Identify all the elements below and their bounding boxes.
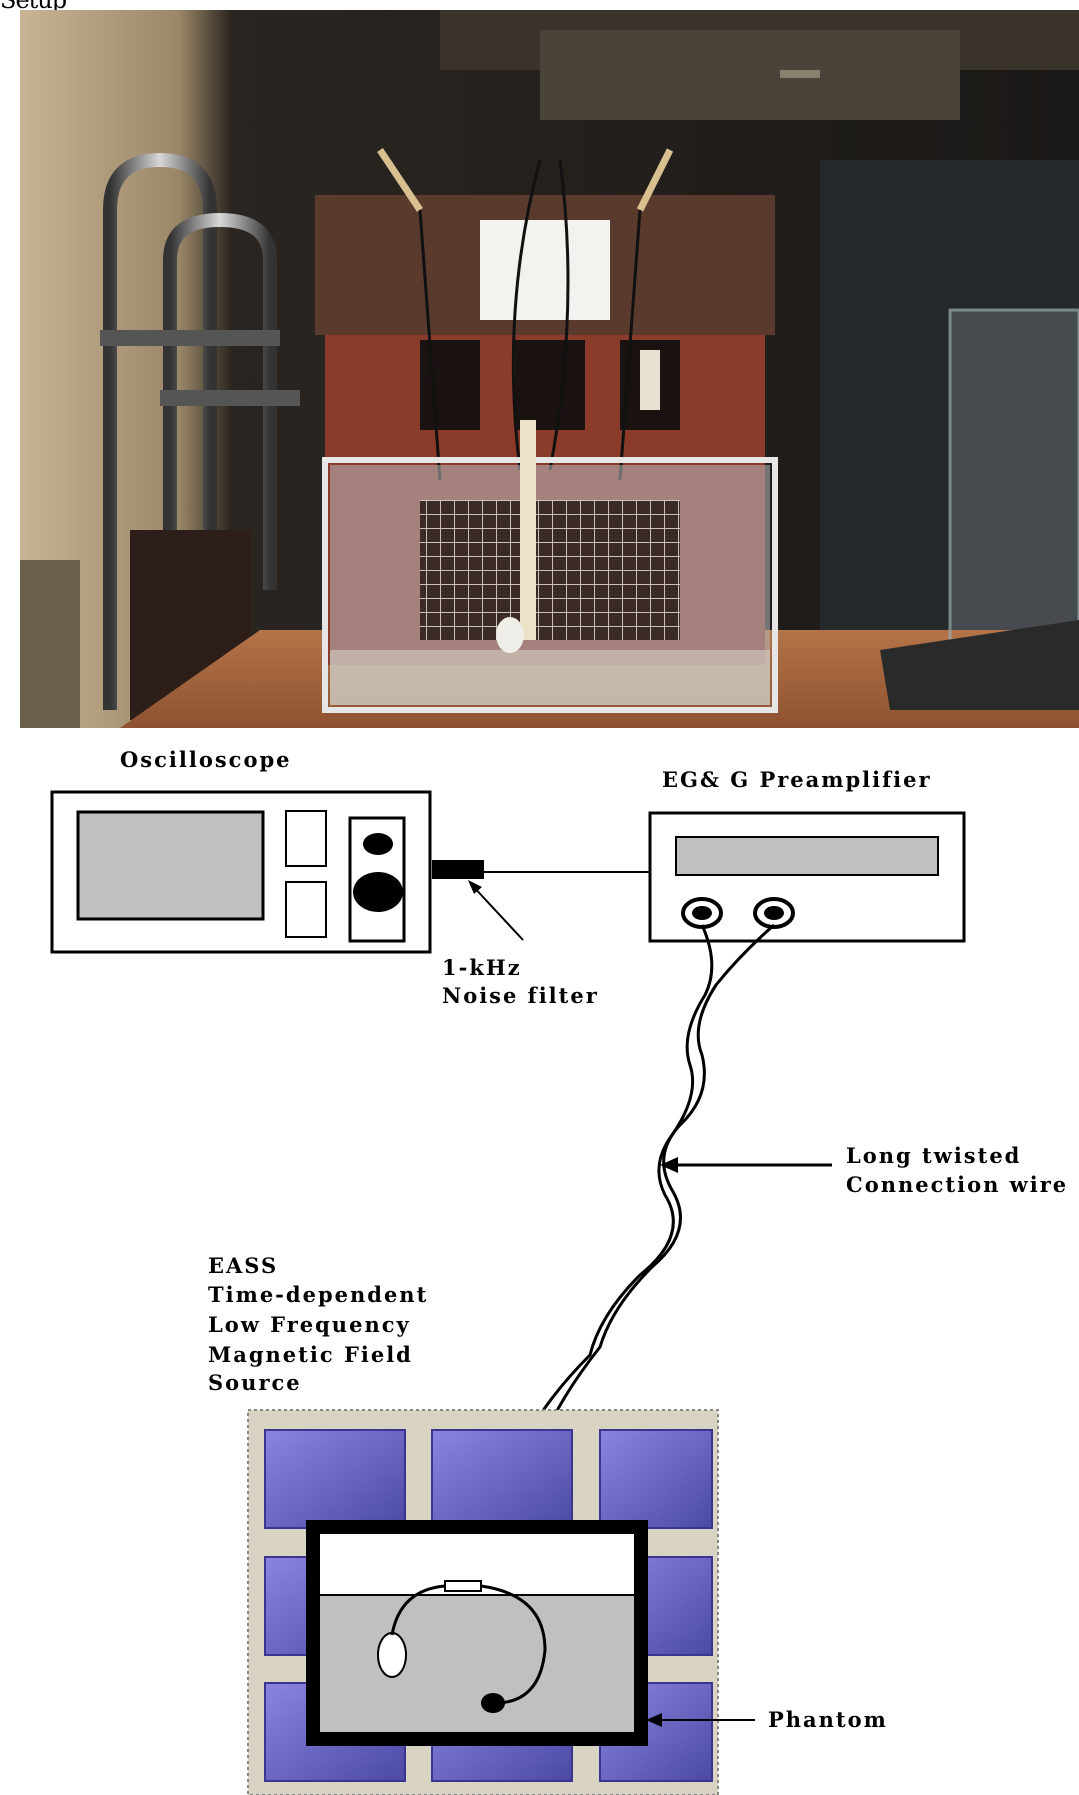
filter-label-1: 1-kHz — [442, 955, 522, 980]
source-label-4: Magnetic Field — [208, 1342, 413, 1367]
source-label-3: Low Frequency — [208, 1312, 411, 1337]
wire-label-1: Long twisted — [846, 1143, 1021, 1168]
source-label-2: Time-dependent — [208, 1282, 428, 1307]
phantom — [306, 1520, 648, 1746]
wire-label-2: Connection wire — [846, 1172, 1068, 1197]
noise-filter — [432, 860, 484, 879]
phantom-label: Phantom — [768, 1707, 888, 1732]
setup-photograph — [20, 10, 1079, 728]
preamplifier-label: EG& G Preamplifier — [662, 767, 932, 792]
filter-label-2: Noise filter — [442, 983, 599, 1008]
schematic-diagram: Oscilloscope 1-kHz Noise filter EG& G Pr… — [50, 747, 1068, 1795]
oscilloscope — [50, 790, 432, 954]
preamplifier — [648, 811, 966, 943]
source-label-5: Source — [208, 1370, 302, 1395]
oscilloscope-label: Oscilloscope — [120, 747, 292, 772]
source-label-1: EASS — [208, 1253, 278, 1278]
